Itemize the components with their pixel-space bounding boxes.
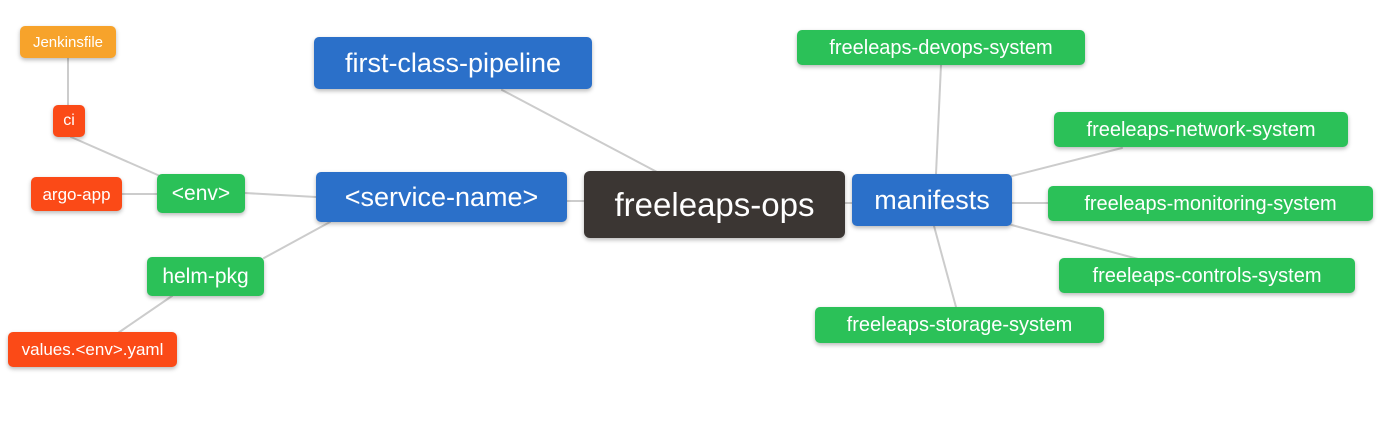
edge-helm-pkg-values <box>117 295 173 334</box>
node-helm-pkg[interactable]: helm-pkg <box>147 257 264 296</box>
edge-manifests-storage <box>933 225 957 308</box>
edge-manifests-controls <box>1007 223 1139 260</box>
node-argo-app[interactable]: argo-app <box>31 177 122 211</box>
node-service-name[interactable]: <service-name> <box>316 172 567 222</box>
node-first-class-pipeline[interactable]: first-class-pipeline <box>314 37 592 89</box>
node-manifests[interactable]: manifests <box>852 174 1012 226</box>
edge-service-name-helm-pkg <box>263 221 331 259</box>
edge-pipeline-ops <box>501 89 658 173</box>
edge-manifests-network <box>1011 147 1123 177</box>
node-monitoring-system[interactable]: freeleaps-monitoring-system <box>1048 186 1373 221</box>
edge-manifests-devops <box>935 64 942 175</box>
edge-ci-env <box>70 136 161 177</box>
edge-env-service-name <box>244 192 317 198</box>
node-storage-system[interactable]: freeleaps-storage-system <box>815 307 1104 343</box>
node-jenkinsfile[interactable]: Jenkinsfile <box>20 26 116 58</box>
node-env[interactable]: <env> <box>157 174 245 213</box>
node-values-env-yaml[interactable]: values.<env>.yaml <box>8 332 177 367</box>
node-freeleaps-ops-root[interactable]: freeleaps-ops <box>584 171 845 238</box>
node-devops-system[interactable]: freeleaps-devops-system <box>797 30 1085 65</box>
node-ci[interactable]: ci <box>53 105 85 137</box>
node-network-system[interactable]: freeleaps-network-system <box>1054 112 1348 147</box>
node-controls-system[interactable]: freeleaps-controls-system <box>1059 258 1355 293</box>
